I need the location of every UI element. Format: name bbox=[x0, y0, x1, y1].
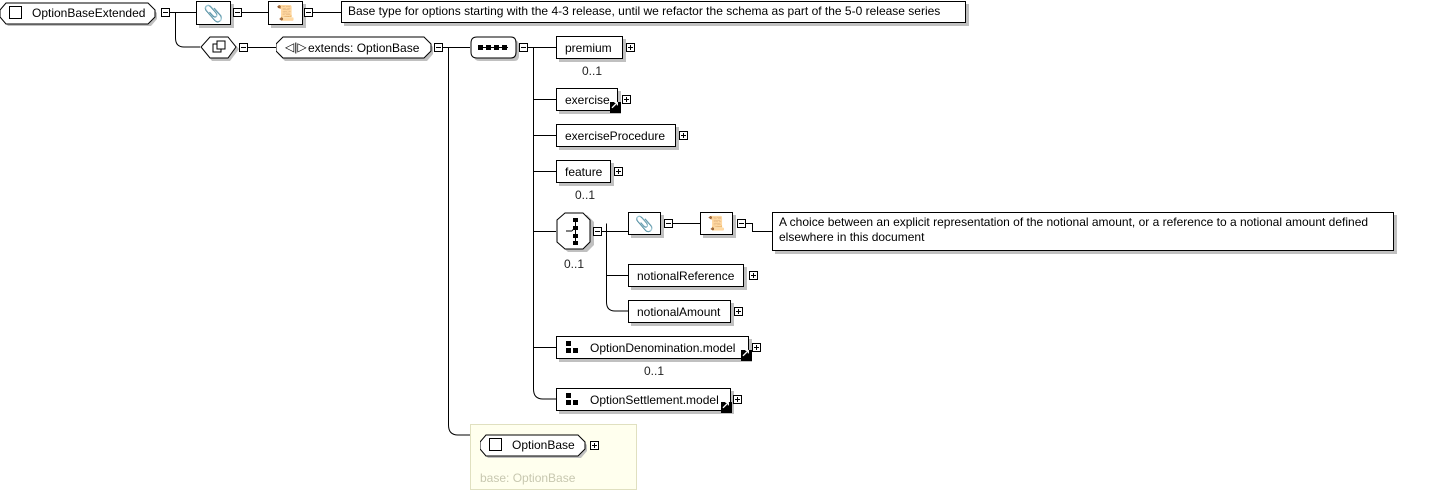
annotation-node[interactable]: 📎 bbox=[196, 1, 231, 25]
choice-shape bbox=[556, 212, 594, 252]
scroll-icon: 📜 bbox=[707, 215, 726, 232]
documentation-node[interactable]: 📜 bbox=[700, 212, 733, 235]
cardinality-label: 0..1 bbox=[564, 257, 585, 271]
collapse-toggle[interactable] bbox=[304, 8, 313, 17]
expand-toggle[interactable] bbox=[679, 131, 688, 140]
expand-toggle[interactable] bbox=[614, 167, 623, 176]
paperclip-icon: 📎 bbox=[203, 3, 224, 23]
root-documentation-text: Base type for options starting with the … bbox=[341, 1, 966, 23]
expand-toggle[interactable] bbox=[590, 441, 599, 450]
base-type-caption: base: OptionBase bbox=[480, 471, 576, 485]
expand-toggle[interactable] bbox=[626, 43, 635, 52]
group-option-settlement-model[interactable]: OptionSettlement.model bbox=[556, 388, 731, 411]
collapse-toggle[interactable] bbox=[519, 43, 528, 52]
collapse-toggle[interactable] bbox=[593, 227, 602, 236]
collapse-toggle[interactable] bbox=[737, 219, 746, 228]
expand-toggle[interactable] bbox=[749, 271, 758, 280]
scroll-icon: 📜 bbox=[276, 4, 295, 22]
element-icon bbox=[9, 6, 22, 19]
paperclip-icon: 📎 bbox=[635, 214, 654, 233]
root-element-label: OptionBaseExtended bbox=[32, 6, 146, 20]
expand-toggle[interactable] bbox=[622, 95, 631, 104]
cardinality-label: 0..1 bbox=[644, 364, 665, 378]
collapse-toggle[interactable] bbox=[434, 43, 443, 52]
element-feature[interactable]: feature bbox=[556, 160, 611, 183]
expand-toggle[interactable] bbox=[733, 395, 742, 404]
element-notional-amount[interactable]: notionalAmount bbox=[628, 300, 731, 323]
group-option-denomination-model[interactable]: OptionDenomination.model bbox=[556, 336, 749, 359]
expand-toggle[interactable] bbox=[734, 307, 743, 316]
cardinality-label: 0..1 bbox=[582, 64, 603, 78]
documentation-node[interactable]: 📜 bbox=[268, 1, 303, 25]
annotation-node[interactable]: 📎 bbox=[628, 212, 661, 235]
element-exercise[interactable]: exercise bbox=[556, 88, 618, 111]
base-type-shape bbox=[480, 434, 587, 458]
extension-node[interactable]: ◁|▷ extends: OptionBase bbox=[276, 36, 434, 61]
element-exercise-procedure[interactable]: exerciseProcedure bbox=[556, 124, 676, 147]
model-group-icon bbox=[566, 341, 580, 354]
root-element-node[interactable]: OptionBaseExtended bbox=[0, 2, 158, 26]
base-type-node[interactable]: OptionBase bbox=[480, 434, 588, 458]
collapse-toggle[interactable] bbox=[239, 43, 248, 52]
complex-type-icon bbox=[489, 438, 502, 451]
model-group-icon bbox=[566, 393, 580, 406]
root-element-shape bbox=[0, 2, 157, 26]
reference-link-icon bbox=[741, 347, 752, 361]
element-notional-reference[interactable]: notionalReference bbox=[628, 264, 744, 287]
cardinality-label: 0..1 bbox=[575, 188, 596, 202]
element-premium[interactable]: premium bbox=[556, 36, 623, 59]
extension-label: extends: OptionBase bbox=[308, 41, 420, 55]
extension-icon: ◁|▷ bbox=[285, 40, 307, 54]
reference-link-icon bbox=[721, 399, 732, 413]
base-type-label: OptionBase bbox=[512, 438, 575, 452]
collapse-toggle[interactable] bbox=[161, 8, 170, 17]
collapse-toggle[interactable] bbox=[233, 8, 242, 17]
complex-content-shape bbox=[200, 36, 239, 61]
choice-node[interactable] bbox=[556, 212, 594, 252]
sequence-node[interactable] bbox=[470, 36, 519, 61]
collapse-toggle[interactable] bbox=[664, 219, 673, 228]
choice-documentation-text: A choice between an explicit representat… bbox=[772, 212, 1394, 251]
sequence-shape bbox=[470, 36, 519, 61]
extension-shape bbox=[276, 36, 433, 61]
expand-toggle[interactable] bbox=[752, 343, 761, 352]
complex-content-node[interactable] bbox=[200, 36, 239, 61]
reference-link-icon bbox=[610, 99, 621, 113]
